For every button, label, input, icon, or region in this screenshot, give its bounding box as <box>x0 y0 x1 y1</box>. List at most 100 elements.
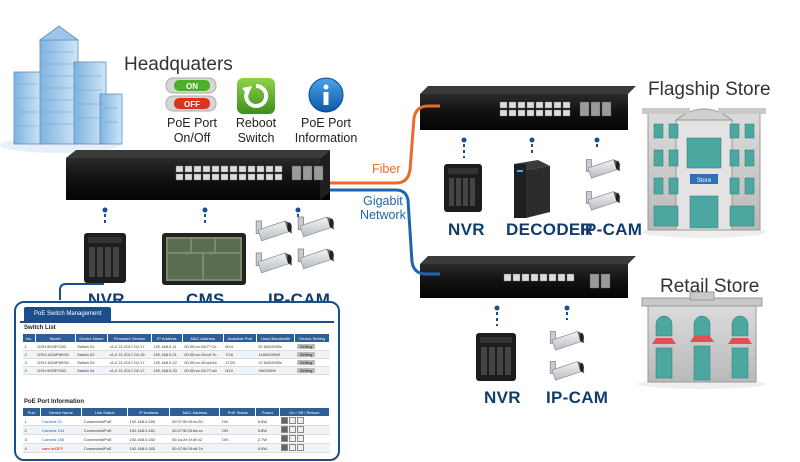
toggle-box[interactable] <box>289 444 297 451</box>
toggle-box[interactable] <box>281 435 289 442</box>
switch-port <box>184 173 193 181</box>
table-cell: 192.168.0.181 <box>127 425 170 435</box>
table-cell: GSH-5G4P/G5C <box>35 342 76 351</box>
switch-port <box>265 165 274 173</box>
table-cell: 118W/200W <box>256 350 295 359</box>
table-cell: ON <box>219 416 256 426</box>
toggle-box[interactable] <box>289 426 297 433</box>
onoff-controls[interactable] <box>279 425 330 435</box>
table-cell: 2 <box>22 350 36 359</box>
toggle-box[interactable] <box>281 426 289 433</box>
setting-button[interactable]: Setting <box>296 368 316 373</box>
port-table-header: Device Name <box>39 407 83 417</box>
port-table-header: Power <box>255 407 280 417</box>
switch-table-header: Model <box>34 333 76 343</box>
switch-port <box>508 109 517 117</box>
poe-onoff-label: PoE Port On/Off <box>166 116 218 145</box>
store-sign-text: Store <box>697 178 712 184</box>
switch-port <box>548 273 557 282</box>
onoff-controls[interactable] <box>279 434 330 444</box>
toggle-box[interactable] <box>297 426 305 433</box>
flagship-nvr-label: NVR <box>448 220 485 239</box>
headquarters-building-icon <box>0 25 123 153</box>
switch-port <box>265 173 274 181</box>
table-cell: 4 <box>22 443 41 453</box>
table-cell: 5.8W <box>255 425 280 435</box>
switch-port <box>193 173 202 181</box>
table-cell: 0W/200W <box>256 366 295 375</box>
cms-monitor-icon <box>162 233 246 285</box>
table-cell: 6.5W <box>255 416 280 426</box>
table-cell: GSH-1624PM/SN <box>35 350 76 359</box>
switch-port <box>274 165 283 173</box>
switch-port <box>526 109 535 117</box>
switch-port <box>499 109 508 117</box>
device-name-link[interactable]: Camera 104 <box>42 427 65 433</box>
device-name-link[interactable]: Camera 01 <box>42 418 62 424</box>
switch-port <box>229 165 238 173</box>
onoff-controls[interactable] <box>279 443 330 453</box>
table-cell: 192.168.0.180 <box>127 416 170 426</box>
tab-bar <box>20 321 334 323</box>
table-cell: GSH-1624PM/SN <box>35 358 76 367</box>
toggle-box[interactable] <box>289 417 297 424</box>
management-tab[interactable]: PoE Switch Management <box>24 307 112 321</box>
table-cell: Setting <box>294 366 330 375</box>
switch-port <box>175 173 184 181</box>
flagship-switch-icon <box>420 86 636 130</box>
decoder-icon <box>514 160 550 218</box>
table-cell: 3 <box>22 358 36 367</box>
decoder-label: DECODER <box>506 220 594 239</box>
ip-camera-icon <box>255 220 293 242</box>
setting-button[interactable]: Setting <box>296 352 316 357</box>
table-cell: Switch 04 <box>75 366 108 375</box>
hq-poe-switch-icon <box>66 150 330 200</box>
toggle-box[interactable] <box>297 435 305 442</box>
table-cell: v1.2 21-2017-02-16 <box>107 350 152 359</box>
onoff-controls[interactable] <box>279 416 330 426</box>
table-cell: Setting <box>294 342 330 351</box>
device-name-link[interactable]: cam in/OFF <box>42 445 64 451</box>
switch-port <box>526 101 535 109</box>
switch-port <box>517 101 526 109</box>
poe-info-label: PoE Port Information <box>294 116 358 145</box>
port-table-header: MAC Address <box>169 407 221 417</box>
setting-button[interactable]: Setting <box>296 344 316 349</box>
toggle-box[interactable] <box>281 444 289 451</box>
ip-camera-icon <box>549 331 585 351</box>
switch-port <box>184 165 193 173</box>
toggle-box[interactable] <box>289 435 297 442</box>
switch-table-header: Firmware Version <box>107 333 152 343</box>
retail-switch-icon <box>420 256 636 298</box>
sfp-port <box>302 165 313 181</box>
retail-ipcam-label: IP-CAM <box>546 388 609 407</box>
table-cell: 00:0D:xx:28:c6:7b <box>182 350 224 359</box>
switch-port <box>238 165 247 173</box>
switch-port <box>512 273 521 282</box>
sfp-port <box>589 273 600 289</box>
table-cell: Connected/PoE <box>81 416 128 426</box>
table-cell: 60/4 <box>223 342 257 351</box>
toggle-box[interactable] <box>297 444 305 451</box>
sfp-port <box>600 273 611 289</box>
switch-port <box>544 109 553 117</box>
switch-port <box>521 273 530 282</box>
switch-port <box>553 109 562 117</box>
table-cell: 00:1a:2e:1f:4f:02 <box>169 434 220 444</box>
toggle-on-text: ON <box>186 82 198 91</box>
toggle-box[interactable] <box>297 417 305 424</box>
port-table-header: Port <box>22 407 41 417</box>
port-table-header: Link Status <box>81 407 129 417</box>
setting-button[interactable]: Setting <box>296 360 316 365</box>
switch-port <box>211 165 220 173</box>
toggle-box[interactable] <box>281 417 289 424</box>
table-cell: Connected/PoE <box>81 434 128 444</box>
table-cell: 00:0D:xx:36:a4:84 <box>182 358 224 367</box>
table-cell: 00:07:5f:03:xx:00 <box>169 416 220 426</box>
device-name-link[interactable]: Camera 165 <box>42 436 65 442</box>
